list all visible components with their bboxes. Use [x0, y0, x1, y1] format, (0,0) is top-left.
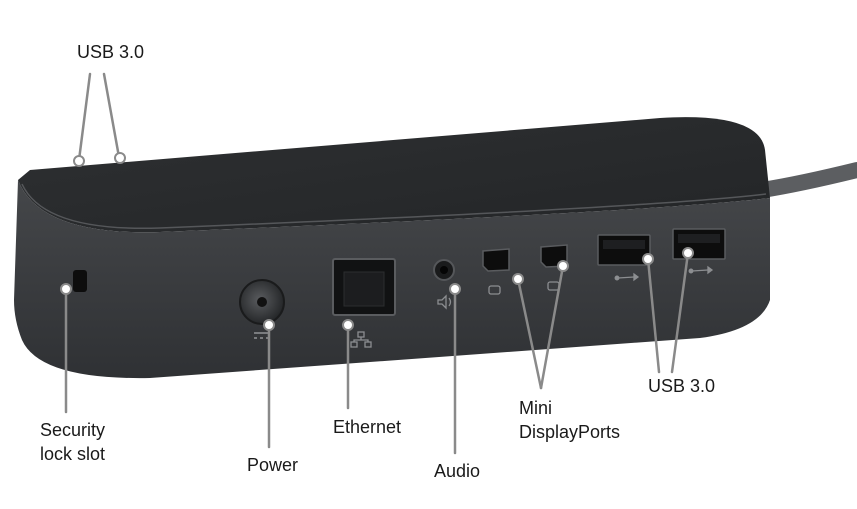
callout-dot-usb-top-right: [114, 152, 126, 164]
callout-line-mini-dp-1: [516, 277, 543, 390]
label-mini-line2: DisplayPorts: [519, 422, 621, 442]
callout-dot-mini-dp-1: [512, 273, 524, 285]
ethernet-port-jack: [343, 271, 385, 307]
security-lock-slot: [73, 270, 87, 292]
label-ethernet: Ethernet: [333, 417, 402, 437]
label-usb-right: USB 3.0: [648, 376, 716, 396]
label-security-line2: lock slot: [40, 444, 106, 464]
callout-line-mini-dp-2: [539, 264, 565, 390]
label-audio: Audio: [434, 461, 481, 481]
callout-dot-usb-right-2: [682, 247, 694, 259]
dock-top-surface: [18, 117, 770, 233]
callout-dot-usb-right-1: [642, 253, 654, 265]
callout-dot-security: [60, 283, 72, 295]
usb-port-2-tongue: [678, 234, 720, 243]
headphone-icon: [437, 294, 452, 310]
callout-line-usb-top-left: [77, 72, 92, 162]
label-mini-line1: Mini: [519, 398, 553, 418]
label-power: Power: [247, 455, 299, 475]
label-usb-top: USB 3.0: [77, 42, 145, 62]
callout-lines: [64, 72, 690, 455]
callout-dot-ethernet: [342, 319, 354, 331]
callout-dot-power: [263, 319, 275, 331]
power-cable: [754, 162, 857, 198]
callout-dot-mini-dp-2: [557, 260, 569, 272]
display-icon: [488, 285, 501, 295]
power-port-pin: [257, 297, 267, 307]
callout-dot-usb-top-left: [73, 155, 85, 167]
dock-edge-highlight: [21, 183, 767, 230]
callout-dot-audio: [449, 283, 461, 295]
network-icon: [350, 331, 372, 348]
label-security-line1: Security: [40, 420, 106, 440]
usb-icon: [614, 272, 640, 282]
audio-jack-hole: [440, 266, 448, 274]
callout-line-usb-right-2: [670, 251, 690, 374]
usb-port-2: [672, 228, 726, 260]
usb-port-1-tongue: [603, 240, 645, 249]
callout-dots: [60, 152, 694, 331]
mini-displayport-1: [482, 248, 510, 272]
callout-line-usb-top-right: [102, 72, 121, 159]
callout-line-usb-right-1: [646, 257, 661, 374]
ports: [73, 228, 726, 348]
usb-icon: [688, 265, 714, 275]
